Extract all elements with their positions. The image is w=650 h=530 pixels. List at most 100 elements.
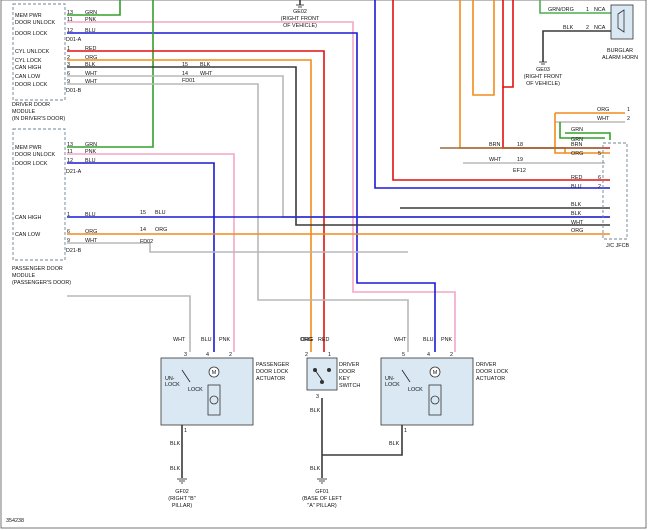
passenger-module-wire-color: PNK	[85, 149, 96, 155]
passenger-module-pin-number: 12	[67, 158, 73, 164]
svg-text:GF02: GF02	[175, 489, 188, 495]
svg-text:BLU: BLU	[571, 184, 582, 190]
passenger-conn-b: D21-B	[66, 248, 82, 254]
svg-text:BLU: BLU	[423, 337, 434, 343]
svg-text:ORG: ORG	[300, 337, 312, 343]
svg-text:PILLAR): PILLAR)	[172, 503, 193, 509]
svg-text:PASSENGER: PASSENGER	[256, 362, 289, 368]
svg-text:OF VEHICLE): OF VEHICLE)	[283, 23, 317, 29]
driver-module-pin-label: MEM PWR	[15, 13, 42, 19]
passenger-splice-color-1: BLU	[155, 210, 166, 216]
svg-text:BLU: BLU	[201, 337, 212, 343]
svg-text:BLK: BLK	[571, 202, 582, 208]
svg-text:PNK: PNK	[441, 337, 452, 343]
svg-text:GRN: GRN	[571, 127, 583, 133]
driver-module-wire-color: GRN	[85, 10, 97, 16]
svg-text:WHT: WHT	[597, 116, 610, 122]
svg-text:UN-: UN-	[165, 376, 175, 382]
svg-text:BLK: BLK	[389, 441, 400, 447]
diagram-id: 354238	[6, 518, 24, 524]
driver-module-pin-label: DOOR LOCK	[15, 82, 48, 88]
driver-module-pin-number: 3	[67, 62, 70, 68]
passenger-actuator-switch	[181, 369, 191, 383]
driver-module-wire-color: BLU	[85, 28, 96, 34]
svg-text:1: 1	[184, 428, 187, 434]
driver-module-wire-color: WHT	[85, 71, 98, 77]
wire-driver-mem-pwr	[67, 0, 121, 16]
wire-jc-grn-2	[559, 122, 605, 139]
svg-text:4: 4	[427, 352, 430, 358]
svg-text:ORG: ORG	[571, 228, 583, 234]
svg-text:5: 5	[598, 151, 601, 157]
wire-driver-door-unlock	[67, 21, 456, 352]
wire-driver-d01b	[67, 83, 409, 352]
ef12-wht-num: 19	[517, 157, 523, 163]
svg-text:GF01: GF01	[315, 489, 328, 495]
driver-module-pin-number: 9	[67, 79, 70, 85]
driver-conn-a: D01-A	[66, 37, 82, 43]
svg-text:(RIGHT "B": (RIGHT "B"	[168, 496, 195, 502]
svg-text:GE02: GE02	[293, 9, 307, 15]
driver-actuator-switch	[401, 369, 411, 383]
svg-text:(RIGHT FRONT: (RIGHT FRONT	[524, 74, 563, 80]
svg-text:ORG: ORG	[301, 337, 313, 343]
passenger-splice-pin-2: 14	[140, 227, 146, 233]
wire-jc-org-v	[554, 113, 610, 154]
horn-wire-color-2: BLK	[563, 25, 574, 31]
wire-pass-door-unlock	[67, 153, 235, 352]
key-switch-box	[306, 357, 338, 391]
driver-module-pin-label: CAN HIGH	[15, 65, 41, 71]
passenger-module-pin-label: DOOR LOCK	[15, 161, 48, 167]
svg-text:LOCK: LOCK	[385, 382, 400, 388]
wire-horn-blk	[542, 30, 611, 62]
driver-module-pin-label: CYL UNLOCK	[15, 49, 50, 55]
svg-text:BLK: BLK	[310, 466, 321, 472]
passenger-module-title-3: (PASSENGER'S DOOR)	[12, 280, 71, 286]
driver-module-wire-color: RED	[85, 46, 96, 52]
svg-text:RED: RED	[318, 337, 329, 343]
passenger-module-title-2: MODULE	[12, 273, 35, 279]
driver-door-lock-actuator: M UN- LOCK LOCK DRIVER DOOR LOCK ACTUATO…	[380, 337, 509, 447]
passenger-splice-color-2: ORG	[155, 227, 167, 233]
driver-splice-color-2: WHT	[200, 71, 213, 77]
driver-door-key-switch: DRIVER DOOR KEY SWITCH 2 1 3 ORG RED BLK…	[300, 337, 360, 472]
svg-text:6: 6	[598, 175, 601, 181]
horn-title-1: BURGLAR	[607, 48, 633, 54]
svg-text:DRIVER: DRIVER	[476, 362, 496, 368]
svg-text:3: 3	[184, 352, 187, 358]
svg-text:BRN: BRN	[571, 142, 582, 148]
ef12-label: EF12	[513, 168, 526, 174]
svg-text:5: 5	[402, 352, 405, 358]
svg-text:GRN: GRN	[571, 137, 583, 143]
svg-text:WHT: WHT	[394, 337, 407, 343]
wire-red-right	[502, 87, 610, 149]
ef12-brn-num: 18	[517, 142, 523, 148]
passenger-module-pin-number: 1	[67, 212, 70, 218]
driver-module-pin-label: DOOR LOCK	[15, 31, 48, 37]
driver-module-pin-number: 12	[67, 28, 73, 34]
svg-text:WHT: WHT	[173, 337, 186, 343]
wire-driver-door-lock	[67, 32, 436, 352]
wire-pass-d21b	[67, 242, 408, 253]
wire-pass-wht-actuator	[67, 295, 191, 352]
svg-text:2: 2	[450, 352, 453, 358]
passenger-module-pin-label: CAN LOW	[15, 232, 41, 238]
passenger-actuator-box	[160, 357, 254, 426]
svg-text:1: 1	[328, 352, 331, 358]
wire-horn-grn-org	[539, 0, 611, 14]
passenger-splice-label: FD02	[140, 239, 153, 245]
ground-gf01: GF01 (BASE OF LEFT "A" PILLAR)	[302, 478, 343, 509]
passenger-splice-pin-1: 15	[140, 210, 146, 216]
svg-text:"A" PILLAR): "A" PILLAR)	[307, 503, 336, 509]
ground-gf02: GF02 (RIGHT "B" PILLAR)	[168, 478, 196, 509]
driver-splice-label: FD01	[182, 78, 195, 84]
driver-module-wire-color: PNK	[85, 17, 96, 23]
svg-text:SWITCH: SWITCH	[339, 383, 360, 389]
svg-text:M: M	[212, 370, 217, 376]
burglar-alarm-horn: GRN/ORG 1 NCA BLK 2 NCA BURGLAR ALARM HO…	[548, 4, 638, 61]
svg-text:2: 2	[229, 352, 232, 358]
passenger-module-pin-number: 9	[67, 238, 70, 244]
passenger-module-wire-color: BLU	[85, 158, 96, 164]
